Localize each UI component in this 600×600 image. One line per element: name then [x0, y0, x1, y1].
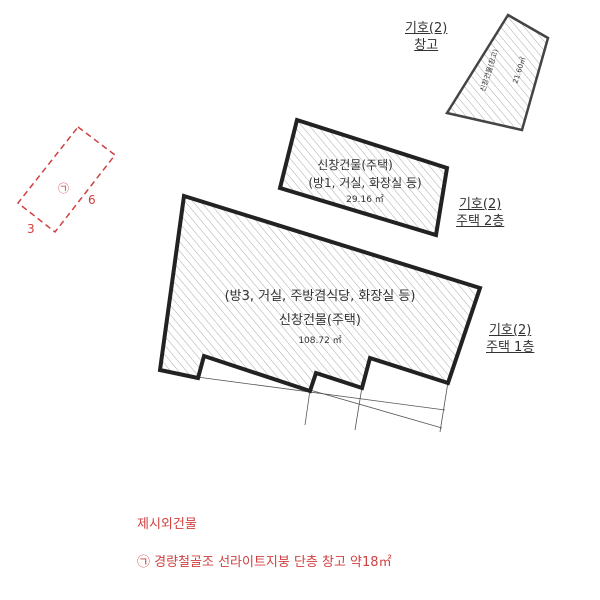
annex-outline [16, 125, 117, 234]
main-building [157, 193, 483, 394]
main-rooms: (방3, 거실, 주방겸식당, 화장실 등) [224, 289, 416, 304]
main-type: 신창건물(주택) [279, 313, 361, 328]
label-floor1-name: 주택 1층 [486, 340, 535, 355]
second-rooms: (방1, 거실, 화장실 등) [308, 176, 422, 190]
steps [196, 376, 449, 433]
label-floor2: 기호(2) 주택 2층 [456, 196, 504, 230]
annex-marker: ㉠ [58, 182, 69, 195]
annex-width: 3 [27, 222, 35, 236]
main-area: 108.72 ㎡ [298, 336, 342, 346]
annex-length: 6 [88, 193, 96, 207]
annex-title: 제시외건물 [137, 517, 197, 532]
label-storage: 기호(2) 창고 [405, 20, 447, 54]
label-storage-name: 창고 [414, 38, 439, 53]
label-floor2-name: 주택 2층 [456, 214, 505, 229]
label-floor1: 기호(2) 주택 1층 [486, 322, 534, 356]
label-storage-code: 기호(2) [405, 21, 448, 36]
label-floor2-code: 기호(2) [458, 197, 502, 212]
second-type: 신창건물(주택) [317, 158, 393, 172]
storage-building [445, 13, 550, 132]
annex-item: ㉠ 경량철골조 선라이트지붕 단층 창고 약18㎡ [137, 555, 392, 570]
second-building [277, 117, 450, 238]
second-area: 29.16 ㎡ [346, 195, 384, 205]
label-floor1-code: 기호(2) [488, 323, 532, 338]
